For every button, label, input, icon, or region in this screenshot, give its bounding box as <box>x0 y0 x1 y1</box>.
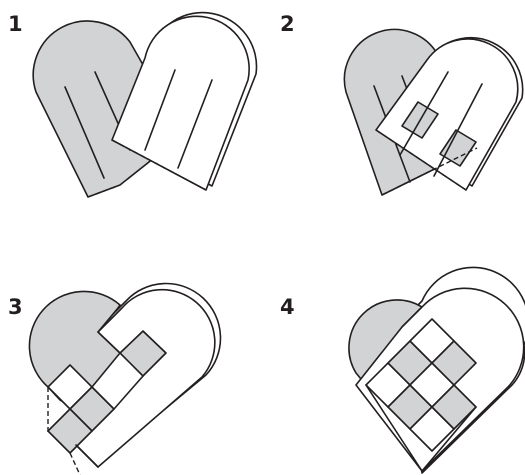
step-2-illustration <box>262 0 525 235</box>
step-1-panel: 1 <box>0 0 262 235</box>
step-3-illustration <box>0 235 262 475</box>
step-1-illustration <box>0 0 262 235</box>
step-4-illustration <box>262 235 525 475</box>
step-2-panel: 2 <box>262 0 525 235</box>
step-4-panel: 4 <box>262 235 525 475</box>
step-3-panel: 3 <box>0 235 262 475</box>
